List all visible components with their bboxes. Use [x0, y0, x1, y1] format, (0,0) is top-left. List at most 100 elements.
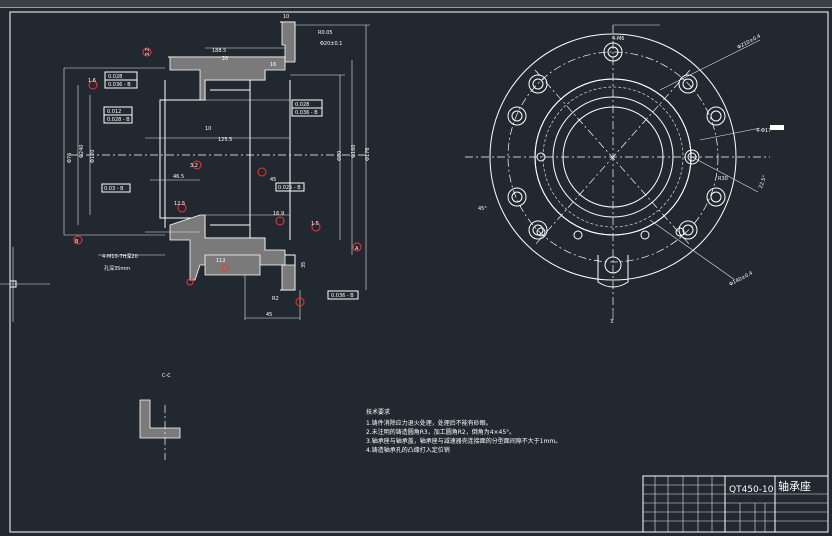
bolt-hole — [507, 187, 527, 207]
roughness-mark-9 — [186, 278, 194, 286]
dim-top-16: 16 — [270, 62, 276, 68]
bolt-hole — [528, 74, 548, 94]
leader-pcd2 — [649, 219, 736, 281]
section-cc-label: C-C — [162, 373, 171, 379]
bolt-hole-inner — [710, 110, 722, 122]
small-hole — [675, 227, 685, 237]
dim-112: 112 — [216, 258, 226, 264]
notes-line-1: 1.铸件消除应力退火处理，处理后不能有砂眼。 — [366, 419, 492, 427]
drawing-border — [9, 11, 829, 533]
tap-hole-inner — [687, 152, 697, 162]
part-name-text: 轴承座 — [778, 479, 811, 493]
bolt-hole-inner — [682, 224, 694, 236]
dim-phi80: Φ80 — [337, 151, 343, 161]
tol-2a-text: 0.012 — [107, 109, 121, 115]
tap-hole — [684, 149, 700, 165]
outer-flange-circle — [489, 33, 737, 281]
notes-line-4: 4.铸造轴承孔的凸缘打入定位销 — [366, 446, 450, 454]
dim-phi240: Φ240 — [79, 145, 85, 158]
dim-35: 35 — [301, 262, 307, 268]
dim-phi76: Φ76 — [67, 153, 73, 163]
bolt-hole — [706, 106, 726, 126]
dim-32: 3.2 — [190, 163, 198, 169]
leader-text-1: 4-M10-7H深20 — [102, 253, 138, 260]
tol-frame-4 — [101, 183, 131, 193]
dim-169: 16.9 — [273, 211, 284, 217]
top-toolbar-strip — [0, 0, 832, 8]
bolt-hole — [603, 42, 623, 62]
leader-holes — [699, 127, 761, 141]
title-block: QT450-10 轴承座 — [642, 475, 829, 533]
tap-label: 22.5° — [758, 174, 768, 189]
datum-b-label: B — [75, 239, 79, 245]
bolt-hole-inner — [511, 191, 523, 203]
datum-a-label: A — [355, 246, 359, 252]
dim-10: 10 — [205, 126, 211, 132]
bolt-pcd-circle — [507, 51, 719, 263]
bolt-hole — [678, 220, 698, 240]
small-hole — [573, 230, 583, 240]
section-cc-hatch — [139, 399, 181, 439]
pcd2-label: Φ140±0.4 — [728, 270, 753, 287]
r30-label: R30 — [718, 176, 728, 182]
dim-phi120: Φ120 — [90, 150, 96, 163]
notes-title: 技术要求 — [366, 408, 390, 416]
bore-inner-circle — [562, 106, 664, 208]
dim-1255: 125.5 — [218, 137, 232, 143]
dim-phi160: Φ160 — [351, 145, 357, 158]
bolt-holes — [507, 42, 726, 240]
notes-line-2: 2.未注明的铸造圆角R3，加工圆角R2，倒角为4×45°。 — [366, 428, 515, 436]
notes-line-3: 3.轴承座与轴承盖，轴承座与减速器壳连接面的分型面间隙不大于1mm。 — [366, 437, 561, 445]
bore-outer-circle — [552, 96, 674, 218]
tol-frame-6 — [327, 290, 359, 300]
datum-a-mark — [352, 242, 362, 252]
tol-frame-5 — [275, 182, 305, 192]
tol-frame-1b — [104, 79, 138, 89]
tol-1a-text: 0.028 — [108, 74, 122, 80]
dim-top-188: 188.5 — [212, 48, 226, 54]
hub-rim — [534, 78, 692, 236]
crosshair-box — [9, 280, 17, 288]
tol-3b-text: 0.036 - B — [295, 110, 318, 116]
angle-45-label: 45° — [478, 206, 487, 212]
front-centerline-d2 — [534, 69, 691, 246]
dim-top-r10b: R0.05 — [318, 30, 333, 36]
roughness-mark-10 — [221, 264, 229, 272]
technical-notes: 技术要求 1.铸件消除应力退火处理，处理后不能有砂眼。 2.未注明的铸造圆角R3… — [366, 408, 561, 454]
bolt-hole-inner — [607, 46, 619, 58]
bolt-hole — [706, 187, 726, 207]
pcd1-label: Φ210±0.4 — [736, 33, 761, 50]
section-cc-detail — [139, 399, 181, 460]
dim-top-r10: 10 — [283, 14, 289, 20]
tol-frame-3b — [291, 107, 323, 117]
section-mark-3: 3 — [610, 319, 613, 325]
dim-125: 12.5 — [174, 201, 185, 207]
dim-45b: 45 — [266, 312, 272, 318]
dim-465: 46.5 — [173, 174, 184, 180]
dim-phi176: Φ176 — [365, 148, 371, 161]
bolt-hole-inner — [682, 78, 694, 90]
holes-label: 4-Φ17 — [756, 128, 771, 134]
dim-15: 1.5 — [311, 221, 319, 227]
tol-6-text: 0.036 - B — [331, 293, 354, 299]
bolt-hole — [528, 220, 548, 240]
dim-top-32: 3.2 — [145, 48, 151, 56]
tol-5-text: 0.025 - B — [278, 185, 301, 191]
bolt-hole-inner — [511, 110, 523, 122]
datum-b-mark — [73, 235, 83, 245]
dim-top-20: 20 — [222, 56, 228, 62]
tol-4-text: 0.03 - B — [104, 186, 124, 192]
roughness-mark-1 — [142, 47, 152, 57]
leader-text-2: 孔深35mm — [104, 265, 130, 272]
roughness-mark-7 — [311, 222, 321, 232]
tap-m6-label: 4-M6 — [612, 36, 624, 42]
tol-2b-text: 0.028 - B — [107, 117, 130, 123]
dim-top-phi: Φ20±0.1 — [320, 41, 342, 47]
tol-3a-text: 0.028 — [295, 102, 309, 108]
hatch-bottom-rib — [204, 254, 261, 276]
tol-1b-text: 0.036 - B — [108, 82, 131, 88]
bottom-lug-hole — [604, 256, 622, 274]
front-view: Φ210±0.4 Φ140±0.4 4-Φ17 R30 22.5° 4-M6 4… — [465, 24, 784, 325]
